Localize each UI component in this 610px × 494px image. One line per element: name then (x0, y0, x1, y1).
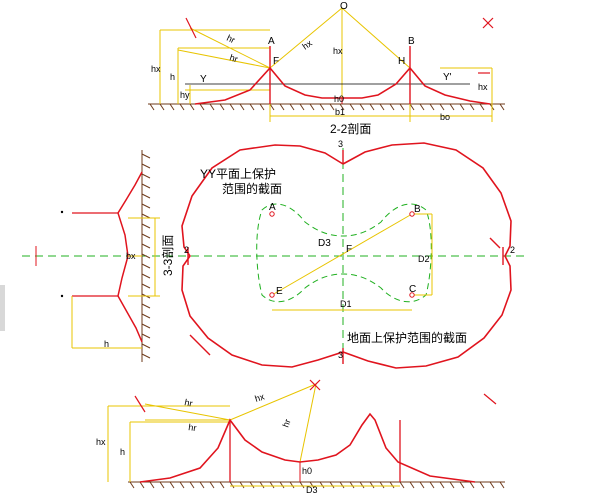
left-section-3-3: bx h 3-3剖面 (60, 150, 175, 362)
bottom-label-h: h (120, 447, 125, 457)
plan-mark-3-top: 3 (338, 139, 343, 149)
top-label-hr-2: hr (228, 52, 239, 64)
top-ground-hatch (148, 103, 505, 111)
plan-label-d1: D1 (340, 299, 352, 309)
plan-rod-points (269, 211, 415, 298)
bottom-section: hr hr hx hx hr h h0 D3 (96, 379, 505, 494)
bottom-label-hx-side: hx (96, 437, 106, 447)
top-label-hx-right: hx (478, 82, 488, 92)
top-tick-marks (185, 17, 494, 74)
plan-mark-2-left: 2 (184, 245, 189, 255)
top-label-hx-mid: hx (333, 46, 343, 56)
plan-label-d3: D3 (318, 238, 331, 249)
plan-mark-2-right: 2 (510, 245, 515, 255)
bottom-protection-profile (139, 412, 476, 483)
top-label-bo: bo (440, 112, 450, 122)
top-label-hy: hy (180, 90, 190, 100)
top-label-o: O (340, 1, 348, 12)
plan-label-a: A (269, 202, 276, 213)
bottom-label-hx-top: hx (254, 391, 267, 404)
left-small-marks (60, 210, 64, 298)
left-section-caption: 3-3剖面 (161, 235, 175, 276)
bottom-label-d3: D3 (306, 485, 318, 494)
bottom-ground-hatch (128, 481, 505, 489)
ground-section-caption: 地面上保护范围的截面 (347, 330, 467, 345)
top-section-caption: 2-2剖面 (330, 122, 371, 136)
left-label-h: h (104, 339, 109, 349)
top-label-y: Y (200, 74, 207, 85)
plan-label-d2: D2 (418, 254, 430, 264)
plan-yellow-lines (271, 213, 433, 311)
plan-label-e: E (276, 286, 283, 297)
top-label-b: B (408, 36, 415, 47)
top-label-y-prime: Y' (443, 72, 452, 83)
top-label-b1: b1 (335, 107, 345, 117)
plan-label-b: B (414, 204, 421, 215)
top-label-hx-left: hx (151, 64, 161, 74)
plan-label-f: F (346, 244, 352, 255)
top-label-hx-diag: hx (300, 38, 314, 52)
bottom-label-hr-diag: hr (280, 418, 292, 429)
top-label-h: H (398, 56, 405, 67)
bottom-tick-marks (134, 379, 497, 413)
top-label-a: A (268, 36, 275, 47)
top-protection-profile (194, 66, 491, 105)
left-yellow-dims (71, 217, 160, 349)
bottom-label-hr-2: hr (188, 422, 197, 433)
top-label-hr-1: hr (225, 33, 236, 45)
top-label-h: h (170, 72, 175, 82)
bottom-label-h0: h0 (302, 466, 312, 476)
yy-section-caption-line2: 范围的截面 (222, 181, 282, 196)
plan-view: A B C E F D3 D1 D2 3 3 2 2 YY平面上保护 范围的截面… (22, 139, 525, 369)
plan-section-marks (187, 150, 504, 364)
top-section-2-2: O A B F H Y Y' hr hr hx hx hx hx h hy h0… (148, 1, 505, 136)
left-label-bx: bx (126, 251, 136, 261)
bottom-yellow-construction (107, 383, 400, 487)
bottom-label-hr-1: hr (184, 397, 194, 408)
plan-mark-3-bottom: 3 (338, 350, 343, 360)
plan-label-c: C (409, 284, 416, 295)
yy-section-caption-line1: YY平面上保护 (200, 167, 276, 181)
top-label-f: F (273, 56, 279, 67)
top-label-h0: h0 (334, 94, 344, 104)
top-yellow-construction (159, 7, 493, 122)
left-edge-marker (0, 285, 5, 331)
